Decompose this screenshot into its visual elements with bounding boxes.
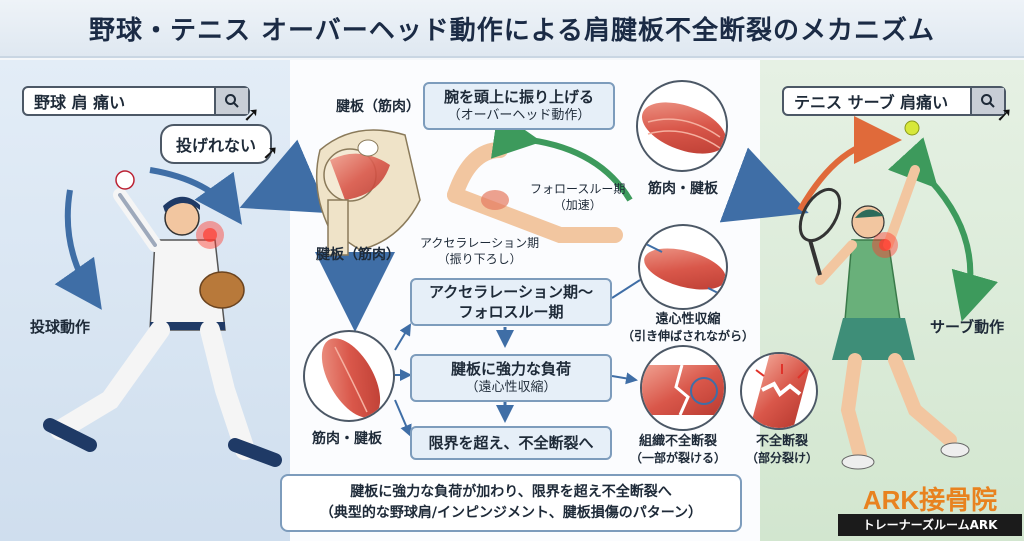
speech-bubble: 投げれない (160, 124, 273, 164)
eccentric-muscle-circle (638, 224, 728, 310)
baseball-search-input[interactable]: 野球 肩 痛い (22, 86, 250, 116)
baseball-pitcher-figure (43, 167, 282, 467)
acceleration-label-2: （振り下ろし） (437, 251, 522, 266)
load-step-line2: （遠心性収縮） (465, 380, 557, 396)
phase-step-line2: フォロスルー期 (458, 303, 564, 321)
tennis-search-text: テニス サーブ 肩痛い (794, 93, 949, 112)
tissue-tear-circle (640, 345, 726, 431)
brand-tagline: トレーナーズルームARK (838, 514, 1022, 536)
search-icon (225, 94, 239, 108)
partial-tear-label: 不全断裂 （部分裂け） (746, 434, 818, 466)
muscle-tendon-label-left: 筋肉・腱板 (312, 431, 382, 447)
followthrough-label: フォロースルー期 （加速） (530, 182, 625, 213)
overhead-box-line2: （オーバーヘッド動作） (447, 108, 591, 124)
partial-tear-label-2: （部分裂け） (746, 450, 819, 465)
overhead-motion-box: 腕を頭上に振り上げる （オーバーヘッド動作） (423, 82, 615, 130)
tennis-player-figure (797, 116, 998, 470)
overhead-box-line1: 腕を頭上に振り上げる (443, 88, 594, 107)
page-title: 野球・テニス オーバーヘッド動作による肩腱板不全断裂のメカニズム (88, 15, 935, 46)
brand-name: ARK接骨院 (862, 485, 998, 515)
tissue-tear-label-1: 組織不全断裂 (639, 434, 718, 449)
search-icon (981, 94, 995, 108)
tear-step-box: 限界を超え、不全断裂へ (410, 426, 612, 460)
eccentric-label-2: （引き伸ばされながら） (622, 328, 755, 343)
eccentric-label: 遠心性収縮 （引き伸ばされながら） (622, 312, 754, 344)
search-button[interactable] (970, 88, 1004, 114)
pitching-motion-label: 投球動作 (30, 318, 91, 336)
serve-motion-label: サーブ動作 (930, 318, 1005, 336)
cursor-icon: ➚ (243, 102, 260, 126)
tissue-tear-label-2: （一部が裂ける） (630, 450, 727, 465)
rotator-cuff-label-top: 腱板（筋肉） (336, 99, 420, 115)
cursor-icon: ➚ (262, 140, 279, 164)
acceleration-label: アクセラレーション期 （振り下ろし） (420, 236, 539, 267)
summary-line1: 腱板に強力な負荷が加わり、限界を超え不全断裂へ (350, 484, 672, 500)
followthrough-label-1: フォロースルー期 (530, 182, 626, 196)
tear-step-text: 限界を超え、不全断裂へ (428, 433, 594, 452)
summary-box: 腱板に強力な負荷が加わり、限界を超え不全断裂へ （典型的な野球肩/インピンジメン… (280, 474, 742, 532)
acceleration-label-1: アクセラレーション期 (420, 236, 540, 250)
summary-line2: （典型的な野球肩/インピンジメント、腱板損傷のパターン） (319, 505, 703, 521)
tissue-tear-label: 組織不全断裂 （一部が裂ける） (630, 434, 726, 466)
muscle-tendon-label-top: 筋肉・腱板 (648, 181, 718, 197)
muscle-circle-top (636, 80, 728, 172)
shoulder-anatomy-illustration (315, 129, 421, 256)
bubble-text: 投げれない (176, 136, 257, 155)
load-step-line1: 腱板に強力な負荷 (450, 360, 571, 379)
rotator-cuff-label-bottom: 腱板（筋肉） (316, 247, 400, 263)
partial-tear-circle (740, 352, 818, 430)
arm-motion-illustration (447, 111, 633, 243)
brand-logo: ARK接骨院 トレーナーズルームARK (838, 480, 1022, 538)
baseball-search-text: 野球 肩 痛い (34, 93, 126, 112)
followthrough-label-2: （加速） (553, 197, 602, 212)
tennis-search-input[interactable]: テニス サーブ 肩痛い (782, 86, 1006, 116)
phase-step-box: アクセラレーション期～ フォロスルー期 (410, 278, 612, 326)
partial-tear-label-1: 不全断裂 (756, 434, 809, 449)
load-step-box: 腱板に強力な負荷 （遠心性収縮） (410, 354, 612, 402)
muscle-circle-left (303, 330, 395, 422)
title-bar: 野球・テニス オーバーヘッド動作による肩腱板不全断裂のメカニズム (0, 0, 1024, 58)
search-button[interactable] (214, 88, 248, 114)
cursor-icon: ➚ (996, 102, 1013, 126)
phase-step-line1: アクセラレーション期～ (429, 282, 593, 301)
eccentric-label-1: 遠心性収縮 (655, 312, 721, 327)
